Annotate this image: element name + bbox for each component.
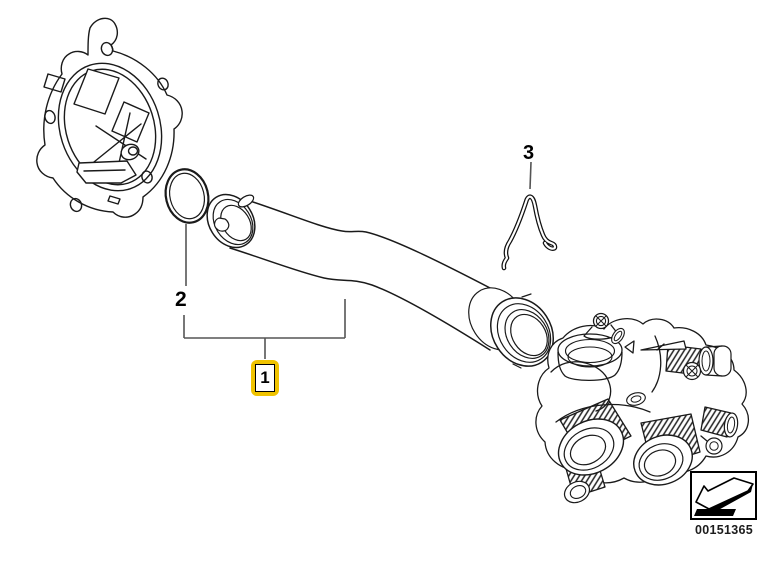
callout-2[interactable]: 2	[175, 289, 187, 310]
diagram-part-number: 00151365	[694, 523, 753, 537]
direction-arrow-button[interactable]	[690, 471, 757, 520]
water-pump-drawing	[36, 17, 183, 218]
callout-1-label: 1	[255, 364, 275, 392]
callout-2-label: 2	[175, 288, 187, 311]
callout-3[interactable]: 3	[523, 143, 534, 163]
retaining-clip-drawing	[501, 194, 558, 271]
thermostat-housing-drawing	[535, 312, 749, 504]
callout-leader-lines	[183, 161, 532, 359]
o-ring-drawing	[164, 168, 210, 224]
callout-3-label: 3	[523, 142, 535, 164]
callout-1-highlighted[interactable]: 1	[251, 360, 279, 396]
coolant-pipe-drawing	[206, 193, 554, 369]
direction-arrow-icon	[694, 477, 754, 516]
